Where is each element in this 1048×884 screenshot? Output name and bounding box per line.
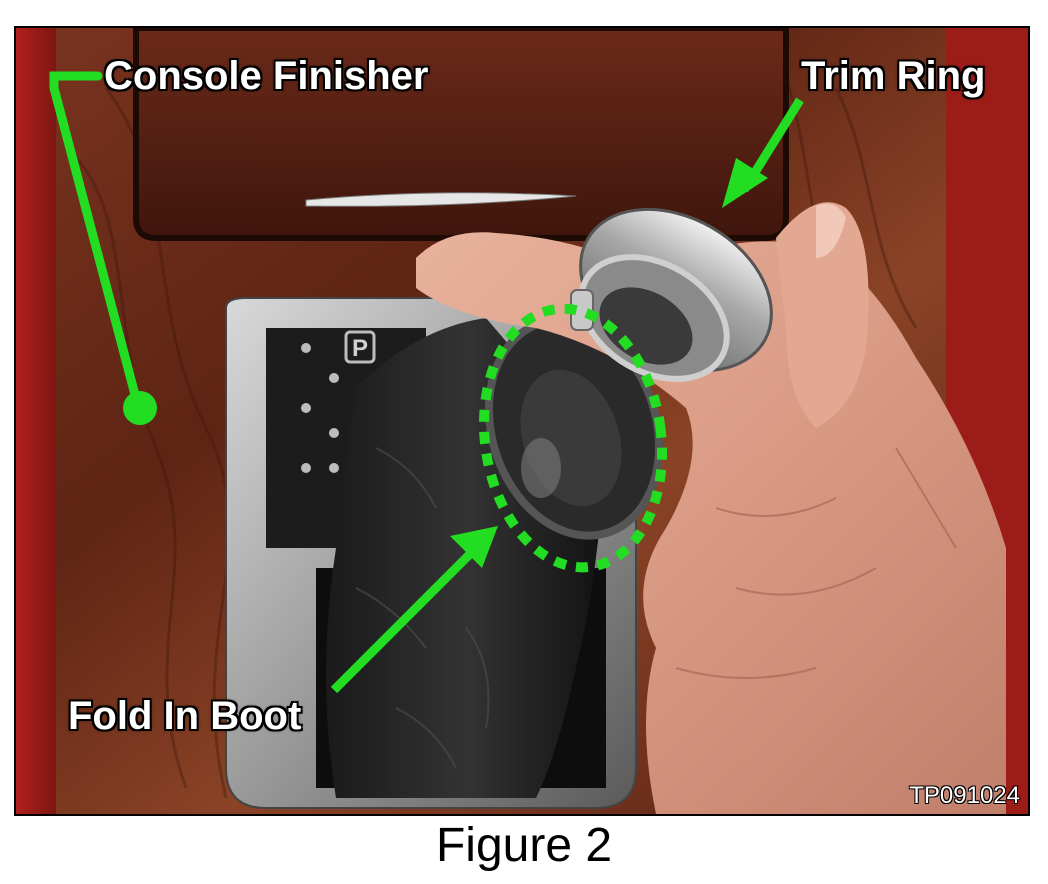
trim-ring-label: Trim Ring [801,54,986,98]
figure-photo: P [14,26,1030,816]
shifter-boot-photo: P [16,28,1028,814]
figure-caption: Figure 2 [435,819,613,872]
console-finisher-label: Console Finisher [104,54,429,98]
park-glyph: P [352,335,368,362]
photo-code: TP091024 [909,782,1020,809]
fold-in-boot-label: Fold In Boot [68,694,302,738]
